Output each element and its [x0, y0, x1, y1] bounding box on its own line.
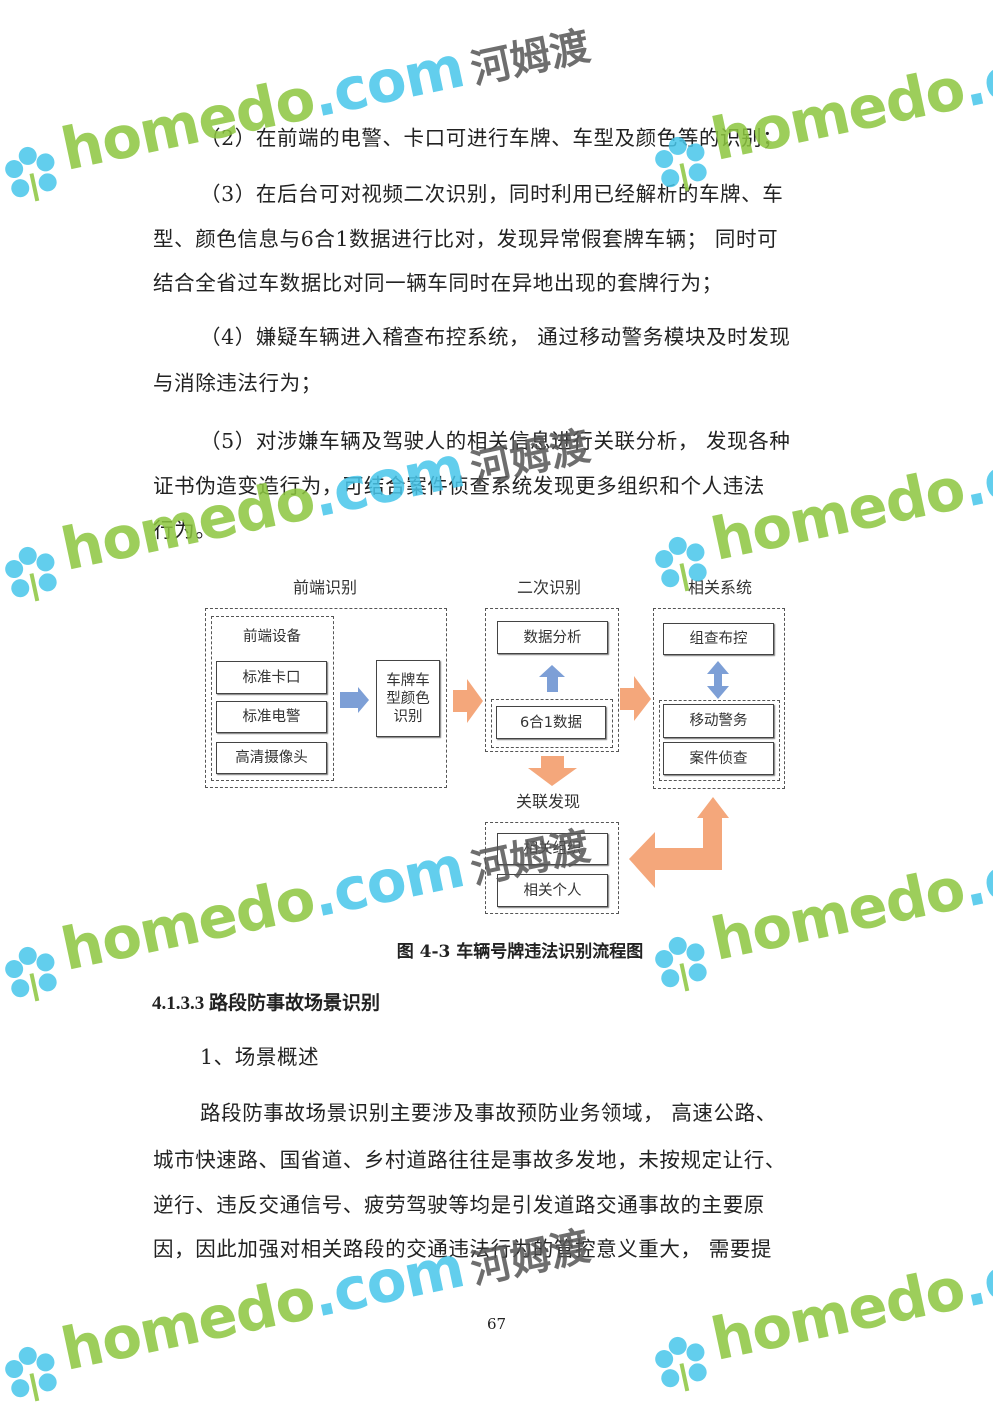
page-number: 67: [486, 1315, 507, 1333]
device-box: 高清摄像头: [216, 742, 327, 774]
paragraph-line: 与消除违法行为；: [153, 371, 322, 395]
orange-l-arrow-icon: [629, 797, 729, 888]
related-person-box: 相关个人: [497, 874, 608, 907]
device-box: 标准电警: [216, 701, 327, 733]
paragraph-line: 型、颜色信息与6合1数据进行比对，发现异常假套牌车辆； 同时可: [153, 227, 779, 251]
paragraph-line: 行为。: [153, 518, 217, 542]
diagram-title-assoc: 关联发现: [515, 792, 581, 811]
six-in-one-box: 6合1数据: [496, 706, 606, 739]
front-device-group: [211, 616, 334, 781]
related-org-box: 相关组织: [497, 833, 608, 865]
figure-caption: 图 4-3 车辆号牌违法识别流程图: [396, 942, 644, 962]
paragraph-line: 证书伪造变造行为，可结合案件侦查系统发现更多组织和个人违法: [153, 474, 765, 498]
police-group: [659, 700, 780, 781]
second-group: [485, 608, 619, 752]
case-investigation-box: 案件侦查: [663, 742, 774, 775]
section-heading: 4.1.3.3 路段防事故场景识别: [152, 993, 381, 1014]
paragraph-line: 城市快速路、国省道、乡村道路往往是事故多发地，未按规定让行、: [153, 1148, 786, 1172]
control-box: 组查布控: [663, 623, 774, 655]
recognition-box: 车牌车型颜色识别: [376, 660, 440, 737]
device-box: 标准卡口: [216, 661, 327, 694]
mobile-police-box: 移动警务: [663, 704, 774, 738]
six-in-one-group: [491, 699, 613, 748]
orange-right-arrow-icon: [620, 676, 651, 721]
diagram-title-second: 二次识别: [516, 578, 582, 597]
related-group: [653, 608, 785, 789]
assoc-group: [485, 822, 619, 914]
diagram-title-related: 相关系统: [687, 578, 753, 597]
subheading: 1、场景概述: [200, 1045, 320, 1069]
data-analysis-box: 数据分析: [497, 621, 608, 654]
front-group: [205, 608, 447, 788]
paragraph-line: 路段防事故场景识别主要涉及事故预防业务领域， 高速公路、: [200, 1101, 777, 1125]
blue-right-arrow-icon: [340, 687, 369, 713]
paragraph-line: 因，因此加强对相关路段的交通违法行为的管控意义重大， 需要提: [153, 1237, 773, 1261]
blue-up-arrow-icon: [539, 665, 565, 692]
orange-right-arrow-icon: [453, 679, 483, 723]
orange-down-arrow-icon: [528, 756, 577, 786]
paragraph-line: （4）嫌疑车辆进入稽查布控系统， 通过移动警务模块及时发现: [200, 325, 791, 349]
paragraph-line: 逆行、违反交通信号、疲劳驾驶等均是引发道路交通事故的主要原: [153, 1193, 765, 1217]
paragraph-line: （5）对涉嫌车辆及驾驶人的相关信息进行关联分析， 发现各种: [200, 429, 791, 453]
diagram-title-front: 前端识别: [292, 578, 358, 597]
blue-double-arrow-icon: [707, 661, 729, 699]
front-device-label: 前端设备: [243, 629, 301, 645]
paragraph-line: 结合全省过车数据比对同一辆车同时在异地出现的套牌行为；: [153, 271, 723, 295]
